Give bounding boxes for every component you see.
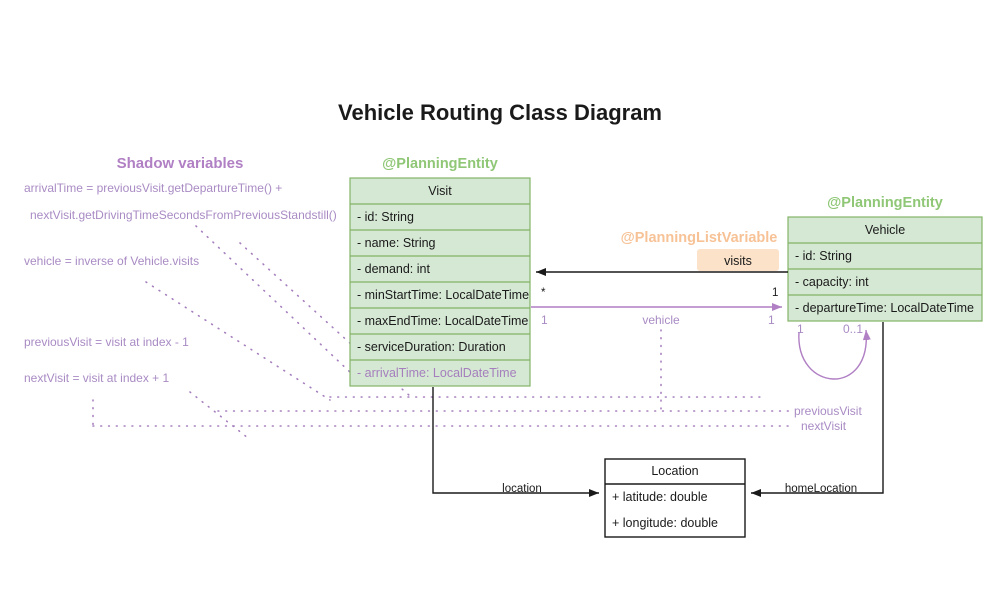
vehicle-ref-source-multiplicity: 1 [541, 313, 548, 327]
visit-attr-arrivaltime: - arrivalTime: LocalDateTime [357, 366, 517, 380]
visits-target-multiplicity: 1 [772, 287, 778, 299]
shadow-link-nextvisit [189, 391, 249, 439]
vehicle-attr-id: - id: String [795, 249, 852, 263]
shadow-note-arrivaltime-line2: nextVisit.getDrivingTimeSecondsFromPrevi… [30, 208, 337, 222]
shadow-link-arrivaltime [195, 225, 353, 375]
location-attr-longitude: + longitude: double [612, 516, 718, 530]
class-box-visit[interactable]: Visit - id: String - name: String - dema… [349, 177, 531, 387]
edge-label-previousvisit: previousVisit [794, 404, 862, 418]
visit-attr-maxendtime: - maxEndTime: LocalDateTime [357, 314, 528, 328]
shadow-note-arrivaltime-line1: arrivalTime = previousVisit.getDeparture… [24, 181, 282, 195]
vehicle-ref-target-multiplicity: 1 [768, 313, 775, 327]
self-loop-left-multiplicity: 1 [797, 322, 804, 336]
visits-source-multiplicity: * [541, 287, 546, 299]
vehicle-attr-departuretime: - departureTime: LocalDateTime [795, 301, 974, 315]
edge-home-location [751, 322, 884, 497]
edge-vehicle-self-loop [798, 329, 871, 380]
shadow-link-vehicle [145, 281, 331, 401]
self-loop-right-multiplicity: 0..1 [843, 322, 863, 336]
shadow-note-vehicle: vehicle = inverse of Vehicle.visits [24, 254, 199, 268]
class-box-vehicle[interactable]: Vehicle - id: String - capacity: int - d… [787, 216, 983, 322]
edge-label-vehicle: vehicle [642, 313, 680, 327]
edge-location [432, 387, 599, 497]
visit-stereotype: @PlanningEntity [382, 156, 498, 172]
class-box-location[interactable]: Location + latitude: double + longitude:… [604, 458, 746, 538]
location-class-name: Location [651, 464, 698, 478]
visit-attr-demand: - demand: int [357, 262, 430, 276]
visits-badge: visits [697, 249, 779, 271]
visit-attr-minstarttime: - minStartTime: LocalDateTime [357, 288, 529, 302]
vehicle-class-name: Vehicle [865, 223, 905, 237]
visit-attr-id: - id: String [357, 210, 414, 224]
shadow-variables-heading: Shadow variables [117, 155, 244, 172]
vehicle-attr-capacity: - capacity: int [795, 275, 869, 289]
edge-label-location: location [502, 483, 542, 495]
visit-class-name: Visit [428, 184, 452, 198]
location-attr-latitude: + latitude: double [612, 490, 708, 504]
shadow-note-previousvisit: previousVisit = visit at index - 1 [24, 335, 189, 349]
visit-attr-name: - name: String [357, 236, 436, 250]
visits-badge-label: visits [724, 254, 752, 268]
shadow-note-nextvisit: nextVisit = visit at index + 1 [24, 371, 170, 385]
visit-attr-serviceduration: - serviceDuration: Duration [357, 340, 506, 354]
vehicle-stereotype: @PlanningEntity [827, 195, 943, 211]
edge-label-nextvisit: nextVisit [801, 419, 847, 433]
visits-stereotype: @PlanningListVariable [621, 230, 778, 246]
edge-label-homelocation: homeLocation [785, 483, 857, 495]
page-title: Vehicle Routing Class Diagram [338, 100, 662, 125]
